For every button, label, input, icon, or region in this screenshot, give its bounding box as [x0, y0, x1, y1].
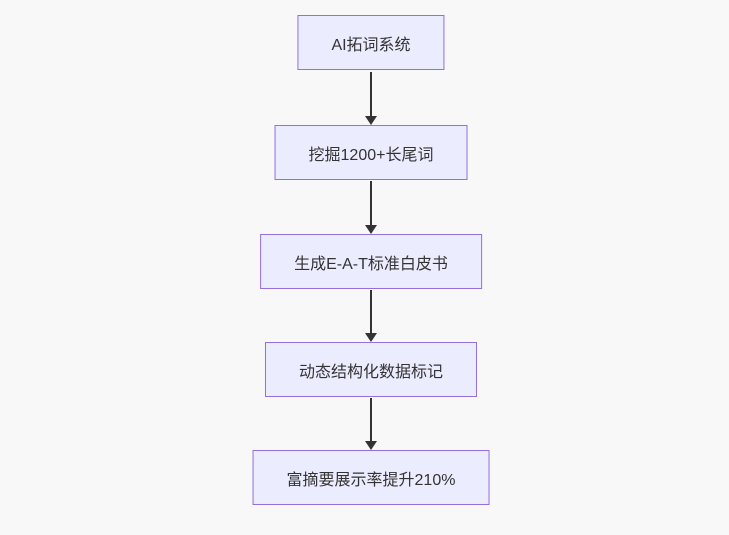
- flow-node-label: 富摘要展示率提升210%: [286, 471, 456, 489]
- arrow-down-icon: [365, 290, 377, 342]
- flow-node-label: 挖掘1200+长尾词: [308, 146, 434, 164]
- arrow-down-icon: [365, 181, 377, 234]
- arrow-down-icon: [365, 398, 377, 450]
- flow-node-dynamic-structured-data-markup: 动态结构化数据标记: [264, 342, 478, 397]
- flow-node-label: 动态结构化数据标记: [298, 363, 444, 381]
- flow-node-ai-word-expansion-system: AI拓词系统: [297, 15, 445, 70]
- flow-node-rich-snippet-rate-increase: 富摘要展示率提升210%: [252, 450, 490, 505]
- flow-node-label: AI拓词系统: [331, 36, 411, 54]
- arrow-down-icon: [365, 72, 377, 125]
- flow-node-generate-eat-whitepaper: 生成E-A-T标准白皮书: [260, 234, 482, 289]
- flow-node-mine-longtail-keywords: 挖掘1200+长尾词: [274, 125, 468, 180]
- flow-node-label: 生成E-A-T标准白皮书: [294, 255, 448, 273]
